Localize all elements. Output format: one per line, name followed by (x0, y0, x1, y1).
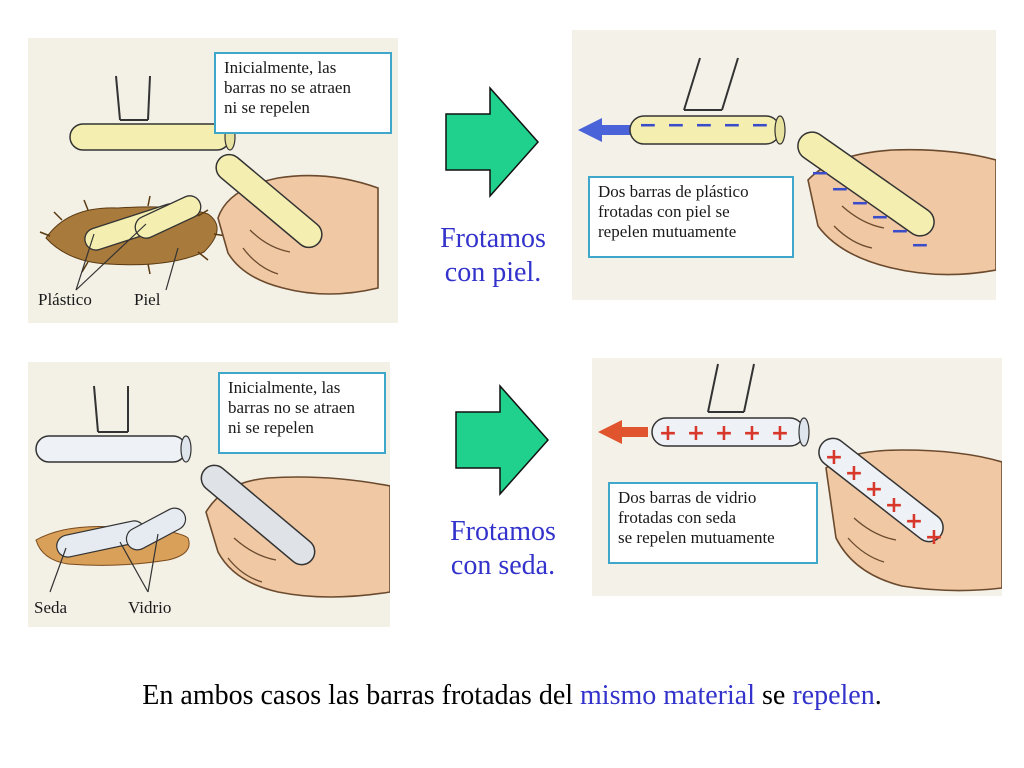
label-glass: Vidrio (128, 598, 172, 617)
panel-glass-repel: +++++ ++++++ Dos barras de vidrio frotad… (592, 358, 1002, 596)
repel-arrow (578, 118, 630, 142)
negative-charge: − (911, 233, 929, 258)
caption-text: . (874, 680, 882, 711)
positive-charge: + (715, 421, 733, 446)
text-line: barras no se atraen (228, 398, 355, 417)
negative-charge: − (811, 161, 829, 186)
transition-arrow (455, 384, 550, 496)
pointer-line (75, 233, 95, 291)
rod-end (798, 417, 810, 447)
panel-glass-initial: Inicialmente, las barras no se atraen ni… (28, 362, 390, 627)
plastic-rod (134, 195, 202, 239)
caption-text: se (755, 680, 793, 711)
thread (707, 363, 719, 413)
action-line: con piel. (444, 257, 542, 288)
negative-charges: −−−−− (639, 113, 769, 138)
text-line: ni se repelen (228, 418, 314, 437)
positive-charge: + (885, 493, 903, 518)
positive-charge: + (865, 477, 883, 502)
held-glass-rod (818, 437, 944, 543)
action-line: Frotamos (440, 223, 546, 254)
initial-state-text-box: Inicialmente, las barras no se atraen ni… (218, 372, 386, 454)
repel-arrow (598, 420, 648, 444)
initial-state-text-box: Inicialmente, las barras no se atraen ni… (214, 52, 392, 134)
negative-charge: − (831, 177, 849, 202)
action-line: Frotamos (450, 516, 556, 547)
thread (721, 57, 739, 111)
plastic-repel-illustration: −−−−− −−−−−− (572, 30, 996, 300)
result-text-box: Dos barras de plástico frotadas con piel… (588, 176, 794, 258)
positive-charge: + (925, 525, 943, 550)
pointer-line (75, 223, 147, 291)
glass-rod (125, 507, 187, 551)
result-text-box: Dos barras de vidrio frotadas con seda s… (608, 482, 818, 564)
negative-charge: − (723, 113, 741, 138)
caption-text: En ambos casos las barras frotadas del (142, 680, 581, 711)
positive-charge: + (825, 445, 843, 470)
pointer-line (147, 533, 159, 593)
held-glass-rod (200, 464, 316, 566)
held-plastic-rod (797, 131, 935, 237)
held-plastic-rod (215, 153, 323, 249)
negative-charge: − (851, 191, 869, 216)
thread (115, 75, 121, 121)
action-line: con seda. (450, 550, 556, 581)
arrow-shape (445, 86, 540, 198)
negative-charge: − (639, 113, 657, 138)
positive-charge: + (905, 509, 923, 534)
thread (147, 75, 151, 121)
text-line: barras no se atraen (224, 78, 351, 97)
panel-plastic-repel: −−−−− −−−−−− Dos barras de plástico frot… (572, 30, 996, 300)
text-line: Inicialmente, las (228, 378, 341, 397)
negative-charge: − (667, 113, 685, 138)
negative-charge: − (695, 113, 713, 138)
text-line: frotadas con piel se (598, 202, 730, 221)
label-silk: Seda (34, 598, 68, 617)
slide-caption: En ambos casos las barras frotadas del m… (0, 680, 1024, 712)
pointer-line (49, 547, 67, 593)
label-fur: Piel (134, 290, 161, 309)
text-line: frotadas con seda (618, 508, 737, 527)
rod-end (774, 115, 786, 145)
positive-charge: + (771, 421, 789, 446)
text-line: Inicialmente, las (224, 58, 337, 77)
fur-texture (39, 195, 227, 275)
positive-charges: ++++++ (825, 445, 943, 550)
positive-charge: + (687, 421, 705, 446)
pointer-line (119, 541, 149, 593)
positive-charge: + (743, 421, 761, 446)
caption-highlight-same-material: mismo material (580, 680, 755, 711)
pointer-line (165, 247, 179, 291)
caption-highlight-repel: repelen (792, 680, 875, 711)
hanging-glass-rod (35, 435, 187, 463)
negative-charges: −−−−−− (811, 161, 929, 258)
negative-charge: − (751, 113, 769, 138)
hanging-plastic-rod (69, 123, 231, 151)
positive-charge: + (845, 461, 863, 486)
arrow-shape (455, 384, 550, 496)
action-text-fur: Frotamos con piel. (418, 222, 568, 290)
panel-plastic-initial: Inicialmente, las barras no se atraen ni… (28, 38, 398, 323)
label-plastic: Plástico (38, 290, 92, 309)
negative-charge: − (871, 205, 889, 230)
rod-end (180, 435, 192, 463)
positive-charge: + (659, 421, 677, 446)
text-line: Dos barras de vidrio (618, 488, 757, 507)
thread (93, 385, 99, 433)
text-line: se repelen mutuamente (618, 528, 775, 547)
thread (683, 57, 701, 111)
negative-charge: − (891, 219, 909, 244)
positive-charges: + + + + + (659, 421, 789, 446)
thread (743, 363, 755, 413)
text-line: Dos barras de plástico (598, 182, 749, 201)
text-line: ni se repelen (224, 98, 310, 117)
text-line: repelen mutuamente (598, 222, 737, 241)
action-text-silk: Frotamos con seda. (428, 515, 578, 583)
transition-arrow (445, 86, 540, 198)
